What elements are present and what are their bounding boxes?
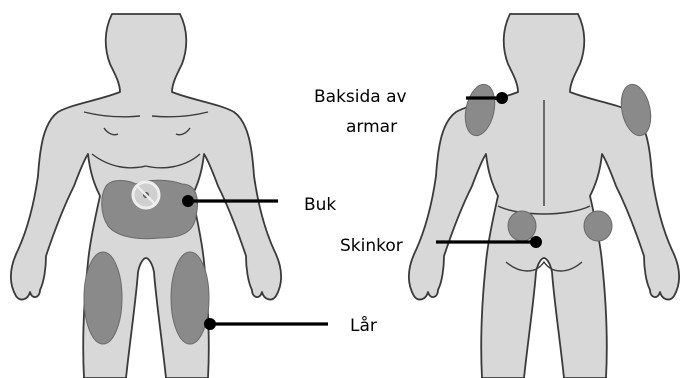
abdomen-label: Buk [304,194,336,216]
right-buttock-zone [584,211,612,241]
abdomen-leader-dot [182,195,194,207]
right-thigh-zone [171,252,209,344]
left-buttock-zone [508,211,536,241]
left-thigh-zone [84,252,122,344]
arms-leader-dot [496,92,508,104]
arms-label-line1: Baksida av [314,86,407,108]
buttocks-label: Skinkor [340,235,403,257]
buttocks-leader-dot [530,236,542,248]
thigh-leader-dot [204,318,216,330]
arms-label-line2: armar [346,116,397,138]
thighs-label: Lår [350,315,377,337]
navel-no-injection-icon [133,182,159,208]
